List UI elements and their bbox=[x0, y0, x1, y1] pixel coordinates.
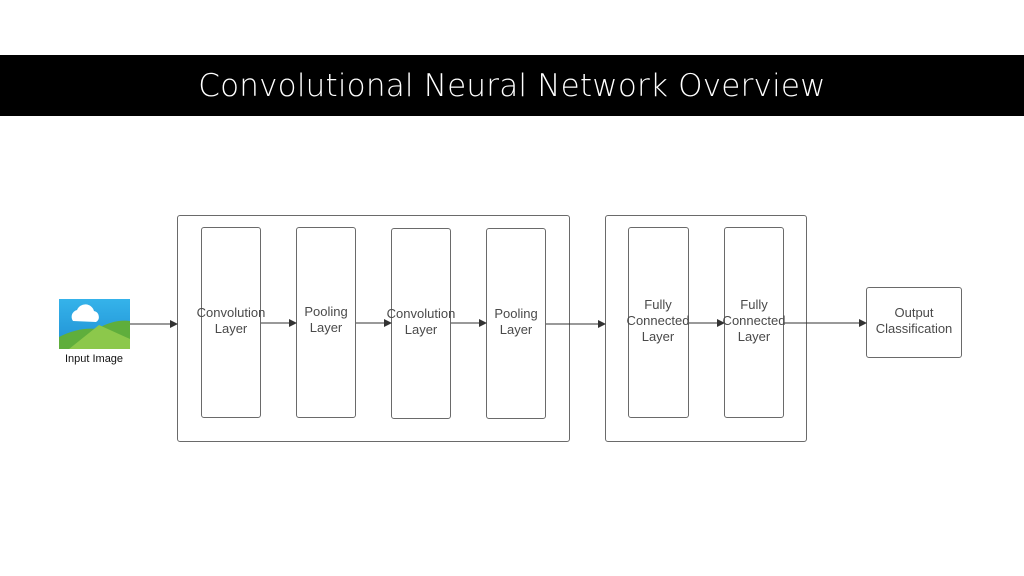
output-classification-label: Output Classification bbox=[875, 305, 953, 336]
convolution-layer-1-label: Convolution Layer bbox=[196, 305, 266, 336]
pooling-layer-1 bbox=[296, 227, 356, 418]
pooling-layer-2 bbox=[486, 228, 546, 419]
convolution-layer-1 bbox=[201, 227, 261, 418]
page-title: Convolutional Neural Network Overview bbox=[198, 67, 826, 104]
pooling-layer-2-label: Pooling Layer bbox=[494, 306, 538, 337]
fully-connected-layer-1-label: Fully Connected Layer bbox=[626, 297, 690, 344]
feature-extraction-group bbox=[177, 215, 570, 442]
fully-connected-group bbox=[605, 215, 807, 442]
input-image bbox=[59, 299, 130, 349]
landscape-image-icon bbox=[59, 299, 130, 349]
title-bar: Convolutional Neural Network Overview bbox=[0, 55, 1024, 116]
input-image-label: Input Image bbox=[64, 353, 124, 365]
convolution-layer-2-label: Convolution Layer bbox=[386, 306, 456, 337]
fully-connected-layer-2-label: Fully Connected Layer bbox=[722, 297, 786, 344]
pooling-layer-1-label: Pooling Layer bbox=[304, 304, 348, 335]
fully-connected-layer-2 bbox=[724, 227, 784, 418]
output-classification-box bbox=[866, 287, 962, 358]
fully-connected-layer-1 bbox=[628, 227, 689, 418]
